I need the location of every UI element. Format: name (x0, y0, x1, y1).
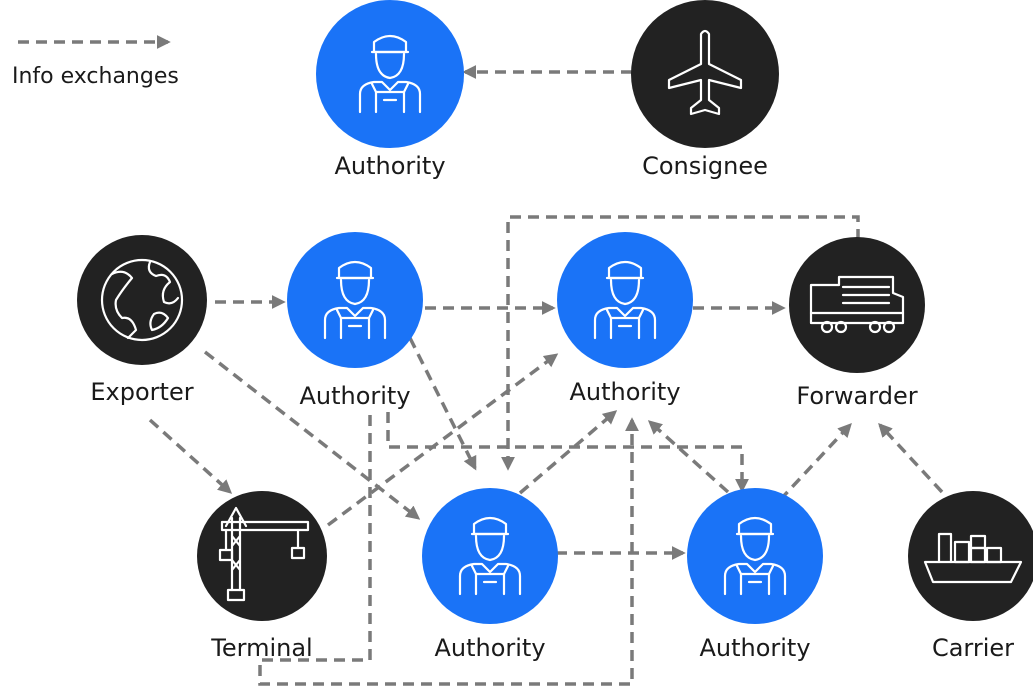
node-circle (687, 488, 823, 624)
node-label: Terminal (210, 634, 312, 662)
node-label: Forwarder (796, 382, 917, 410)
node-label: Authority (569, 378, 680, 406)
node-circle (789, 237, 925, 373)
node-circle (557, 232, 693, 368)
edge-authority-bottom-left-mid-center (518, 410, 618, 495)
node-circle (631, 0, 779, 148)
node-circle (197, 491, 327, 621)
node-authority-bottom-right: Authority (687, 488, 823, 662)
edge-authority-mid-left-bottom-left (408, 337, 477, 471)
globe-icon (100, 258, 184, 342)
legend: Info exchanges (12, 35, 179, 89)
node-label: Authority (334, 152, 445, 180)
node-label: Authority (434, 634, 545, 662)
crane-icon (218, 506, 310, 602)
node-terminal: Terminal (197, 491, 327, 662)
edge-bottom-loop-authority-mid-center (258, 415, 639, 686)
edge-authority-bottom-right-forwarder (778, 422, 852, 502)
node-authority-top: Authority (316, 0, 464, 180)
airplane-icon (667, 29, 743, 116)
node-carrier: Carrier (908, 491, 1033, 662)
edge-carrier-forwarder (878, 422, 944, 494)
node-consignee: Consignee (631, 0, 779, 180)
node-exporter: Exporter (77, 235, 207, 406)
node-authority-mid-left: Authority (287, 232, 423, 410)
node-circle (316, 0, 464, 148)
node-circle (422, 488, 558, 624)
legend-label: Info exchanges (12, 64, 179, 89)
node-label: Authority (699, 634, 810, 662)
edge-authority-mid-left-bottom-right (386, 412, 749, 493)
node-label: Exporter (90, 378, 193, 406)
node-authority-bottom-left: Authority (422, 488, 558, 662)
node-circle (77, 235, 207, 365)
edge-authority-bottom-right-mid-center (647, 420, 730, 494)
node-label: Consignee (642, 152, 768, 180)
edge-exporter-terminal (148, 418, 233, 494)
node-label: Authority (299, 382, 410, 410)
edge-terminal-authority-mid-center (326, 353, 559, 527)
edge-exporter-authority-bottom-left (203, 350, 421, 520)
edge-forwarder-authority-bottom-left (501, 215, 860, 471)
node-label: Carrier (932, 634, 1014, 662)
ship-icon (923, 532, 1023, 584)
node-authority-mid-center: Authority (557, 232, 693, 406)
node-circle (287, 232, 423, 368)
train-icon (809, 275, 905, 334)
node-forwarder: Forwarder (789, 237, 925, 410)
edges (148, 65, 944, 686)
